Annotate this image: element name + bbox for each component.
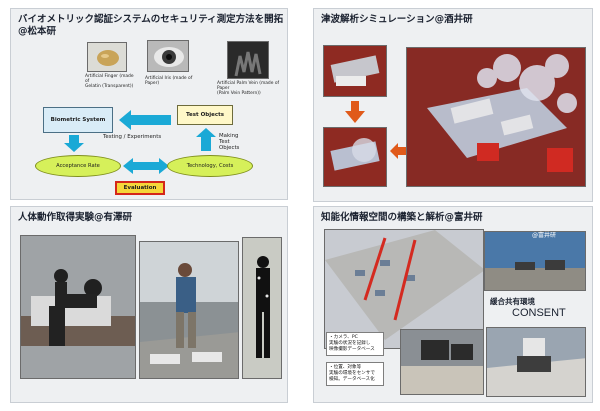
motion-photo-lying <box>20 235 136 379</box>
artificial-finger-photo <box>87 42 127 72</box>
photo-caption: Artificial Palm Vein (made of Paper (Pal… <box>217 81 280 96</box>
panel-title: 人体動作取得実験@有澤研 <box>18 212 133 223</box>
motion-photo-walking <box>139 241 239 379</box>
testing-label: Testing / Experiments <box>103 134 162 140</box>
photo-caption: Artificial Iris (made of Paper) <box>145 76 193 86</box>
simulation-image-large <box>406 47 586 187</box>
artificial-palm-vein-photo <box>227 41 269 79</box>
panel-motion: 人体動作取得実験@有澤研 <box>10 206 288 403</box>
panel-intelligent: 知能化情報空間の構築と解析@富井研 @富井研 緩合共有環境 CONSENT ・カ… <box>313 206 593 403</box>
tsunami-arrows <box>345 101 406 159</box>
lab-label: @富井研 <box>532 232 557 239</box>
flow-arrows <box>64 110 216 174</box>
panel-title: 知能化情報空間の構築と解析@富井研 <box>321 212 483 223</box>
technology-costs-oval: Technology, Costs <box>167 155 253 177</box>
caption-sensor: ・位置、対象等 実験の環境をセンサで 検知。データベース化 <box>326 362 384 386</box>
panel-tsunami: 津波解析シミュレーション@酒井研 <box>313 8 593 202</box>
simulation-image-small-bottom <box>323 127 387 187</box>
caption-camera: ・カメラ、PC 実験の状況を記録し 映像撮影データベース <box>326 332 384 356</box>
consent-label: CONSENT <box>512 307 566 319</box>
workstation-photo <box>400 329 484 395</box>
room-view-bottom-right <box>486 327 586 397</box>
environment-label: 緩合共有環境 <box>490 297 535 306</box>
panel-title: バイオメトリック認証システムのセキュリティ測定方法を開拓 @松本研 <box>18 14 284 37</box>
simulation-image-small-top <box>323 45 387 97</box>
motion-photo-standing <box>242 237 282 379</box>
room-view-top-right <box>484 231 586 291</box>
artificial-iris-photo <box>147 40 189 72</box>
test-objects-box: Test Objects <box>177 105 233 125</box>
acceptance-rate-oval: Acceptance Rate <box>35 155 121 177</box>
biometric-system-box: Biometric System <box>43 107 113 133</box>
evaluation-box: Evaluation <box>115 181 165 195</box>
panel-title: 津波解析シミュレーション@酒井研 <box>321 14 473 25</box>
panel-biometric: バイオメトリック認証システムのセキュリティ測定方法を開拓 @松本研 Artifi… <box>10 8 288 200</box>
making-label: Making Test Objects <box>219 133 240 151</box>
photo-caption: Artificial Finger (made of Gelatin (Tran… <box>85 74 134 89</box>
